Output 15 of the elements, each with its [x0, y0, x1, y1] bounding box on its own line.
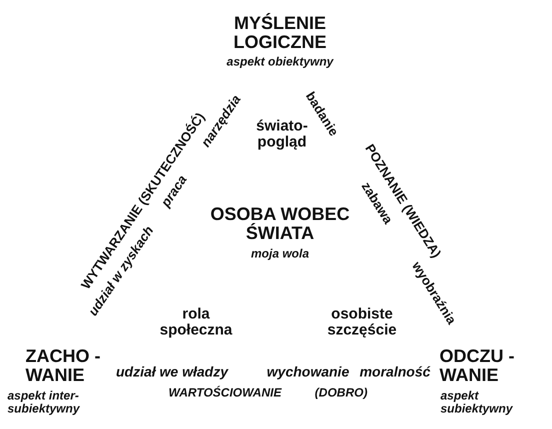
concept-heading: ZACHO - WANIE: [26, 347, 102, 385]
concept-text: osobiste szczęście: [326, 306, 398, 338]
concept-heading: OSOBA WOBEC ŚWIATA: [209, 205, 351, 243]
side-label: udział we władzy: [116, 364, 228, 380]
concept-heading: ODCZU - WANIE: [440, 347, 516, 385]
aspect-note: moja wola: [251, 248, 309, 260]
side-label: WARTOŚCIOWANIE (DOBRO): [168, 386, 368, 400]
concept-heading: MYŚLENIE LOGICZNE: [232, 14, 328, 52]
aspect-note: aspekt inter- subiektywny: [8, 389, 81, 415]
aspect-note: aspekt obiektywny: [226, 56, 334, 68]
aspect-note: aspekt subiektywny: [440, 389, 514, 415]
side-label: moralność: [360, 364, 430, 380]
side-label: wychowanie: [266, 364, 350, 380]
concept-text: świato- pogląd: [255, 118, 308, 150]
concept-text: rola społeczna: [158, 306, 234, 338]
